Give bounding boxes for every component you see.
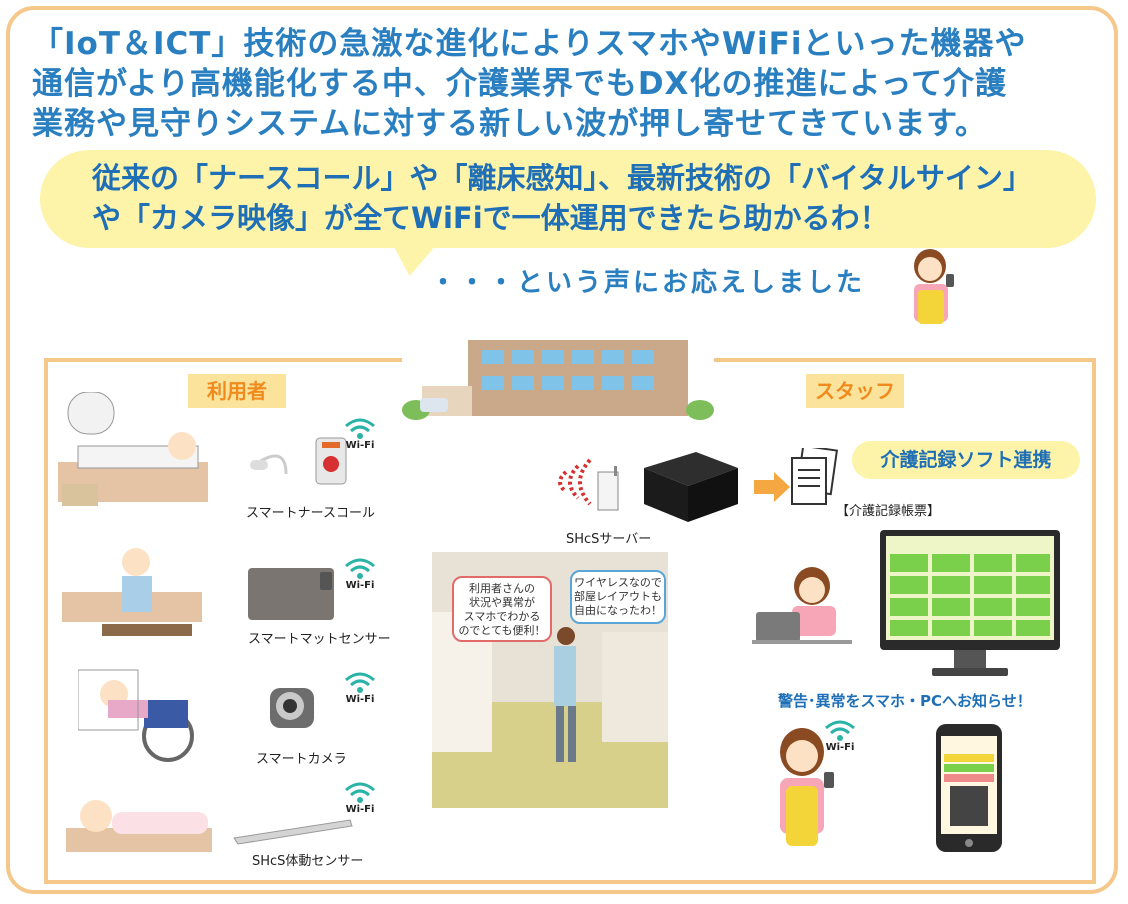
arrow-right-icon — [754, 472, 790, 502]
facility-building-illustration — [402, 336, 714, 420]
callout-resident-status: 利用者さんの 状況や異常が スマホでわかる のでとても便利！ — [452, 576, 552, 642]
monitor-dashboard-illustration — [880, 530, 1060, 676]
care-software-link-tag: 介護記録ソフト連携 — [852, 441, 1080, 479]
wifi-icon: Wi-Fi — [342, 556, 378, 598]
server-label: SHcSサーバー — [566, 532, 652, 547]
device-label-smart-camera: スマートカメラ — [256, 752, 347, 767]
wifi-icon: Wi-Fi — [822, 718, 858, 760]
quote-line-1: 従来の「ナースコール」や「離床感知」、最新技術の「バイタルサイン」 — [92, 161, 1032, 195]
staff-quote: 従来の「ナースコール」や「離床感知」、最新技術の「バイタルサイン」 や「カメラ映… — [92, 158, 1082, 238]
wifi-label: Wi-Fi — [345, 580, 375, 591]
wifi-icon: Wi-Fi — [342, 780, 378, 822]
speech-bubble — [40, 150, 1096, 248]
smart-camera-device-illustration — [270, 688, 314, 728]
callout-line: 利用者さんの — [469, 582, 535, 595]
alert-notification-text: 警告･異常をスマホ・PCへお知らせ！ — [778, 692, 1032, 710]
resident-falling-wheelchair-illustration — [78, 669, 194, 762]
resident-lying-illustration — [66, 800, 212, 852]
care-record-document-icon — [791, 448, 838, 505]
headline-line-2: 通信がより高機能化する中、介護業界でもDX化の推進によって介護 — [32, 66, 1007, 102]
callout-line: 自由になったわ！ — [574, 604, 662, 617]
server-box-illustration — [644, 452, 738, 522]
resident-in-bed-illustration — [58, 392, 208, 506]
care-record-label: 【介護記録帳票】 — [836, 504, 941, 519]
headline-line-3: 業務や見守りシステムに対する新しい波が押し寄せてきています。 — [32, 106, 988, 142]
router-illustration — [597, 466, 619, 511]
staff-at-pc-illustration — [752, 567, 852, 644]
outer-frame — [6, 6, 1118, 894]
caregiver-with-phone-illustration — [780, 728, 834, 846]
wifi-label: Wi-Fi — [345, 440, 375, 451]
server-signal-icon — [558, 458, 592, 506]
motion-sensor-device-illustration — [233, 819, 353, 845]
headline: 「IoT＆ICT」技術の急激な進化によりスマホやWiFiといった機器や 通信がよ… — [32, 24, 1102, 144]
wifi-label: Wi-Fi — [345, 804, 375, 815]
device-label-motion-sensor: SHcS体動センサー — [252, 854, 364, 869]
wifi-label: Wi-Fi — [345, 694, 375, 705]
callout-line: 状況や異常が — [469, 596, 535, 609]
caregiver-illustration — [914, 249, 954, 324]
staff-tag: スタッフ — [806, 374, 904, 408]
users-tag: 利用者 — [188, 374, 286, 408]
callout-line: ワイヤレスなので — [574, 576, 662, 589]
callout-line: 部屋レイアウトも — [574, 590, 662, 603]
callout-wireless-layout: ワイヤレスなので 部屋レイアウトも 自由になったわ！ — [570, 570, 666, 624]
wifi-icon: Wi-Fi — [342, 416, 378, 458]
callout-line: のでとても便利！ — [458, 624, 546, 637]
resident-sitting-on-bed-illustration — [62, 548, 202, 636]
device-label-nurse-call: スマートナースコール — [246, 506, 375, 521]
mat-sensor-device-illustration — [248, 568, 334, 620]
response-text: ・・・という声にお応えしました — [430, 268, 866, 298]
device-label-mat-sensor: スマートマットセンサー — [248, 632, 391, 647]
smartphone-illustration — [936, 724, 1002, 852]
nurse-call-device-illustration — [250, 437, 347, 485]
callout-line: スマホでわかる — [463, 610, 541, 623]
headline-line-1: 「IoT＆ICT」技術の急激な進化によりスマホやWiFiといった機器や — [32, 26, 1027, 62]
wifi-icon: Wi-Fi — [342, 670, 378, 712]
quote-line-2: や「カメラ映像」が全てWiFiで一体運用できたら助かるわ！ — [92, 201, 889, 235]
wifi-label: Wi-Fi — [825, 742, 855, 753]
